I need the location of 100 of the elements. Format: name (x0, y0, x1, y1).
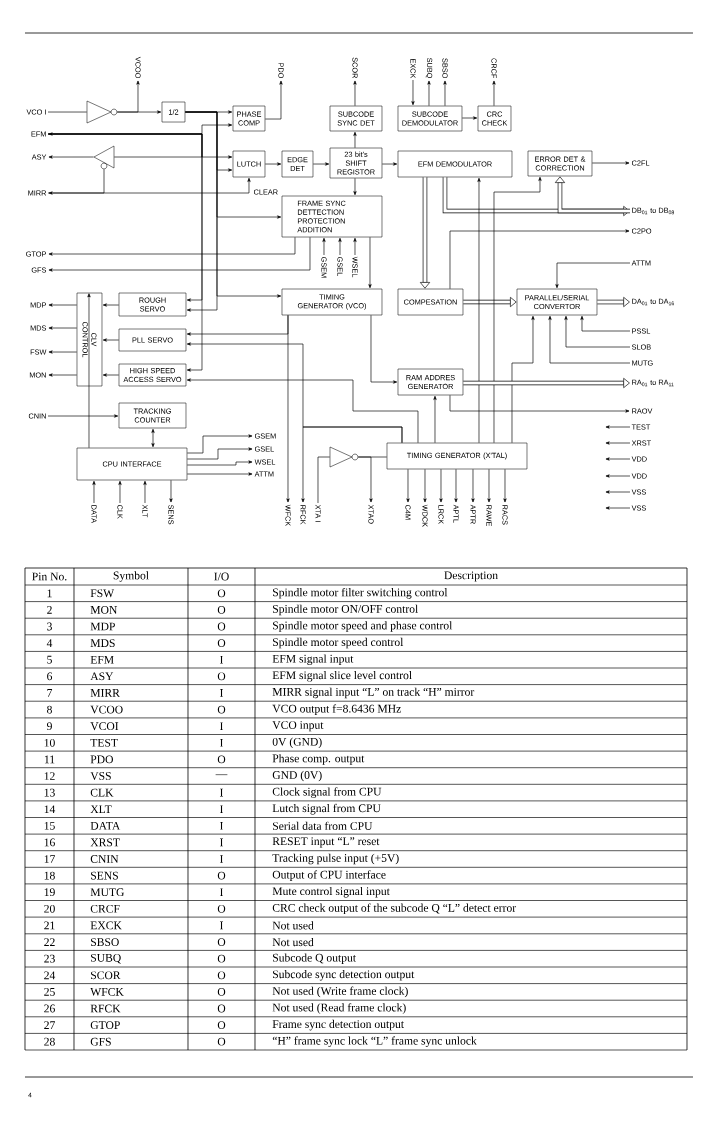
pin-number: 10 (44, 738, 55, 747)
io-type: O (217, 1004, 226, 1013)
pin-description: Not used (272, 921, 314, 930)
signal-arrow (116, 80, 140, 113)
signal-arrow (443, 80, 447, 107)
pin-description: MIRR signal input “L” on track “H” mirror (272, 687, 475, 699)
pin-description: Frame sync detection output (272, 1019, 404, 1031)
pin-number: 9 (47, 722, 52, 731)
signal-arrow (186, 378, 419, 444)
signal-arrow (605, 425, 631, 429)
pin-description: 0V (GND) (272, 737, 322, 749)
signal-arrow (503, 468, 507, 503)
pin-description: Serial data from CPU (273, 821, 373, 830)
pin-description: Subcode Q output (273, 953, 356, 964)
pin-description: Mute control signal input (272, 886, 390, 898)
pin-number: 16 (44, 838, 55, 847)
pin-description: Output of CPU interface (272, 870, 386, 881)
pin-number: 17 (44, 855, 55, 863)
signal-arrow (461, 116, 478, 120)
bus-arrow (442, 177, 630, 217)
buffer-symbol (86, 100, 118, 124)
bus-arrow (463, 377, 630, 389)
signal-arrow (605, 490, 631, 494)
signal-arrow (338, 237, 342, 256)
signal-arrow (184, 111, 218, 312)
signal-symbol: SCOR (91, 971, 121, 980)
io-type: O (217, 622, 226, 631)
signal-arrow (439, 468, 443, 503)
signal-arrow (353, 237, 357, 256)
io-type: I (220, 888, 223, 896)
signal-arrow (102, 338, 120, 342)
pin-description: Not used (Read frame clock) (272, 1003, 406, 1014)
pin-number: 18 (44, 871, 55, 880)
io-type: O (217, 904, 226, 913)
signal-arrow (47, 133, 203, 372)
table-header: Symbol (113, 571, 149, 582)
signal-symbol: ASY (90, 672, 114, 681)
signal-symbol: VCOO (90, 705, 123, 714)
signal-symbol: GFS (90, 1037, 111, 1046)
table-header: Description (444, 571, 498, 582)
io-type: I (220, 838, 223, 847)
signal-symbol: MON (90, 606, 118, 614)
signal-arrow (151, 428, 155, 448)
pin-number: 25 (44, 988, 55, 996)
pin-description: VCO input (272, 721, 324, 732)
io-type: O (217, 871, 226, 880)
signal-arrow (48, 373, 78, 377)
pin-number: 26 (44, 1004, 55, 1013)
signal-arrow (605, 457, 631, 461)
signal-arrow (580, 315, 631, 332)
io-type: O (217, 639, 226, 647)
io-type: I (220, 805, 223, 813)
signal-arrow (493, 176, 542, 444)
signal-arrow (564, 315, 631, 348)
io-type: O (217, 672, 226, 681)
signal-symbol: VSS (90, 772, 111, 780)
io-type: I (220, 689, 223, 697)
signal-arrow (169, 479, 173, 503)
signal-arrow (186, 472, 253, 476)
pin-description: Tracking pulse input (+5V) (272, 853, 399, 865)
io-type: — (215, 774, 228, 776)
signal-arrow (353, 80, 357, 107)
signal-arrow (92, 480, 96, 504)
io-type: O (217, 755, 226, 764)
signal-arrow (186, 314, 289, 336)
signal-arrow (87, 293, 91, 449)
bus-arrow (463, 296, 517, 308)
io-type: I (220, 855, 223, 863)
signal-symbol: DATA (90, 821, 121, 830)
signal-symbol: CNIN (90, 855, 119, 863)
pin-number: 13 (44, 788, 55, 797)
signal-arrow (186, 447, 253, 460)
signal-arrow (312, 162, 330, 166)
signal-arrow (511, 315, 535, 444)
io-type: I (220, 822, 223, 830)
signal-symbol: SBSO (91, 938, 119, 946)
pin-number: 2 (47, 606, 52, 614)
pin-description: Spindle motor filter switching control (273, 587, 448, 599)
signal-arrow (357, 456, 373, 503)
signal-arrow (368, 236, 372, 289)
table-header: Pin No. (32, 572, 67, 581)
io-type: O (217, 954, 226, 963)
pin-number: 11 (44, 755, 55, 764)
signal-symbol: GTOP (90, 1021, 120, 1029)
pin-number: 15 (44, 821, 55, 830)
signal-arrow (47, 177, 251, 194)
signal-arrow (471, 468, 475, 503)
signal-arrow (477, 177, 481, 444)
signal-arrow (605, 474, 631, 478)
signal-symbol: FSW (90, 589, 115, 598)
signal-arrow (406, 468, 410, 503)
io-type: I (220, 739, 223, 747)
pin-number: 19 (44, 888, 55, 897)
pin-number: 12 (44, 772, 55, 780)
signal-arrow (48, 236, 311, 272)
inverter-symbol (329, 446, 359, 468)
pin-description: “H” frame sync lock “L” frame sync unlock (272, 1036, 477, 1048)
signal-arrow (102, 373, 120, 377)
signal-line (317, 456, 331, 504)
pin-number: 4 (46, 639, 53, 647)
